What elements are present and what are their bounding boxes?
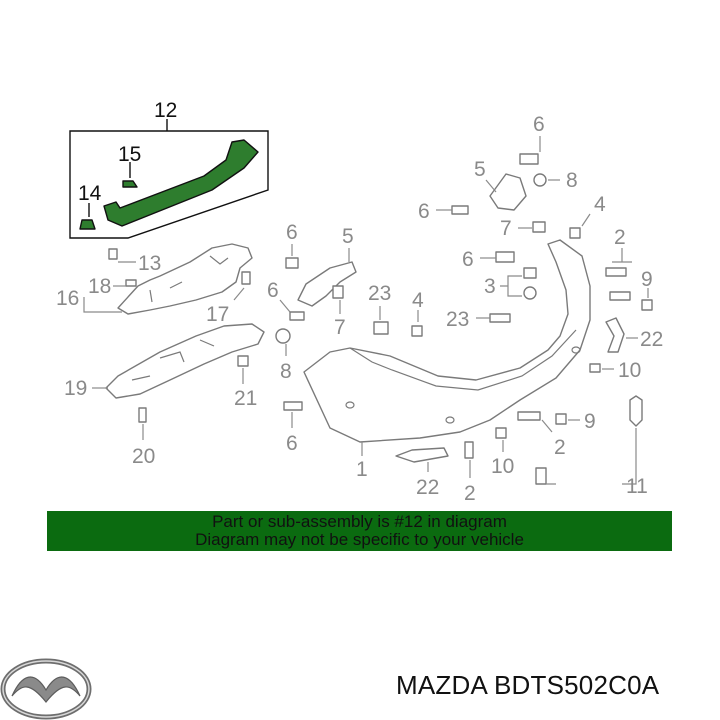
clip-part-14[interactable]	[79, 219, 96, 230]
bolt-part-2a[interactable]	[605, 267, 627, 277]
mazda-logo-icon	[0, 658, 92, 720]
bolt-part-20[interactable]	[138, 407, 147, 423]
callout-9a-label: 9	[641, 268, 653, 291]
screw-part-2[interactable]	[464, 441, 474, 459]
bolt-part-6e[interactable]	[451, 205, 469, 215]
callout-19-label: 19	[64, 377, 87, 400]
callout-10a-label: 10	[491, 455, 514, 478]
callout-13-label: 13	[138, 252, 161, 275]
callout-4b-label: 4	[594, 193, 606, 216]
callout-9b-label: 9	[584, 410, 596, 433]
callout-12-label: 12	[154, 99, 177, 122]
bolt-part-17[interactable]	[241, 271, 251, 285]
callout-17-label: 17	[206, 303, 229, 326]
callout-6a-label: 6	[286, 221, 298, 244]
callout-18-label: 18	[88, 275, 111, 298]
side-bracket-part-5[interactable]	[297, 261, 357, 307]
clip-part-9b[interactable]	[555, 413, 567, 425]
clip-part-7[interactable]	[332, 285, 344, 299]
bumper-cover-part-1[interactable]	[303, 239, 591, 443]
callout-2c-label: 2	[554, 436, 566, 459]
callout-6e-label: 6	[418, 200, 430, 223]
clip-part-3b[interactable]	[523, 286, 537, 300]
callout-4a-label: 4	[412, 289, 424, 312]
callout-16-leader	[83, 297, 122, 313]
bolt-part-6b[interactable]	[289, 311, 305, 321]
bumper-reinforcement-part-12[interactable]	[103, 139, 259, 227]
part-number-label: MAZDA BDTS502C0A	[396, 670, 660, 700]
bolt-part-13[interactable]	[108, 248, 118, 260]
bolt-part-2b[interactable]	[609, 291, 631, 301]
callout-6f-label: 6	[462, 248, 474, 271]
nut-part-8b[interactable]	[533, 173, 547, 187]
callout-6c-label: 6	[286, 432, 298, 455]
bolt-part-23b[interactable]	[489, 313, 511, 323]
bolt-part-6d[interactable]	[519, 153, 539, 165]
clip-part-10b[interactable]	[589, 363, 601, 373]
callout-6b-label: 6	[267, 279, 279, 302]
clip-part-4[interactable]	[411, 325, 423, 337]
clip-part-9[interactable]	[641, 299, 653, 311]
notice-line-2: Diagram may not be specific to your vehi…	[195, 530, 524, 549]
callout-5b-label: 5	[474, 158, 486, 181]
clip-part-21[interactable]	[237, 355, 249, 367]
bumper-cover-group	[303, 239, 591, 478]
callout-7a-label: 7	[334, 316, 346, 339]
center-parts-group	[275, 244, 423, 428]
callout-20-label: 20	[132, 445, 155, 468]
callout-23a-label: 23	[368, 282, 391, 305]
left-parts-group	[83, 243, 265, 440]
callout-11-label: 11	[626, 475, 648, 498]
callout-5a-label: 5	[342, 225, 354, 248]
callout-14-label: 14	[78, 182, 102, 205]
energy-absorber-part-19[interactable]	[105, 323, 265, 399]
callout-23b-label: 23	[446, 308, 469, 331]
reflector-part-22b[interactable]	[605, 317, 625, 353]
side-bracket-part-5b[interactable]	[489, 173, 527, 211]
bolt-part-6c[interactable]	[283, 401, 303, 411]
notice-line-1: Part or sub-assembly is #12 in diagram	[212, 512, 507, 531]
clip-part-10[interactable]	[495, 427, 507, 439]
clip-part-18[interactable]	[125, 279, 137, 287]
screw-part-2c[interactable]	[517, 411, 541, 421]
callout-10b-label: 10	[618, 359, 641, 382]
callout-7b-label: 7	[500, 217, 512, 240]
notice-banner: Part or sub-assembly is #12 in diagram D…	[47, 511, 672, 551]
callout-8a-label: 8	[280, 360, 292, 383]
clip-part-3a[interactable]	[523, 267, 537, 279]
callout-16-label: 16	[56, 287, 79, 310]
callout-2a-label: 2	[464, 482, 476, 505]
callout-8b-label: 8	[566, 169, 578, 192]
bracket-part-11b[interactable]	[535, 467, 547, 485]
callout-15-label: 15	[118, 143, 141, 166]
callout-17-leader	[233, 287, 245, 301]
clip-part-15[interactable]	[122, 180, 138, 188]
callout-1-label: 1	[356, 458, 368, 481]
reflector-part-22[interactable]	[395, 447, 449, 463]
bolt-part-23[interactable]	[373, 321, 389, 335]
nut-part-8[interactable]	[275, 328, 291, 344]
bracket-part-11[interactable]	[629, 395, 643, 427]
callout-3-label: 3	[484, 275, 496, 298]
callout-22b-label: 22	[640, 328, 663, 351]
callout-2b-label: 2	[614, 226, 626, 249]
bolt-part-6[interactable]	[285, 257, 299, 269]
clip-part-7b[interactable]	[532, 221, 546, 233]
sub-assembly-12-group[interactable]	[69, 119, 269, 239]
callout-21-label: 21	[234, 387, 257, 410]
callout-6d-label: 6	[533, 113, 545, 136]
clip-part-4b[interactable]	[569, 227, 581, 239]
right-parts-group	[436, 136, 653, 485]
bolt-part-6f[interactable]	[495, 251, 515, 263]
callout-22a-label: 22	[416, 476, 439, 499]
